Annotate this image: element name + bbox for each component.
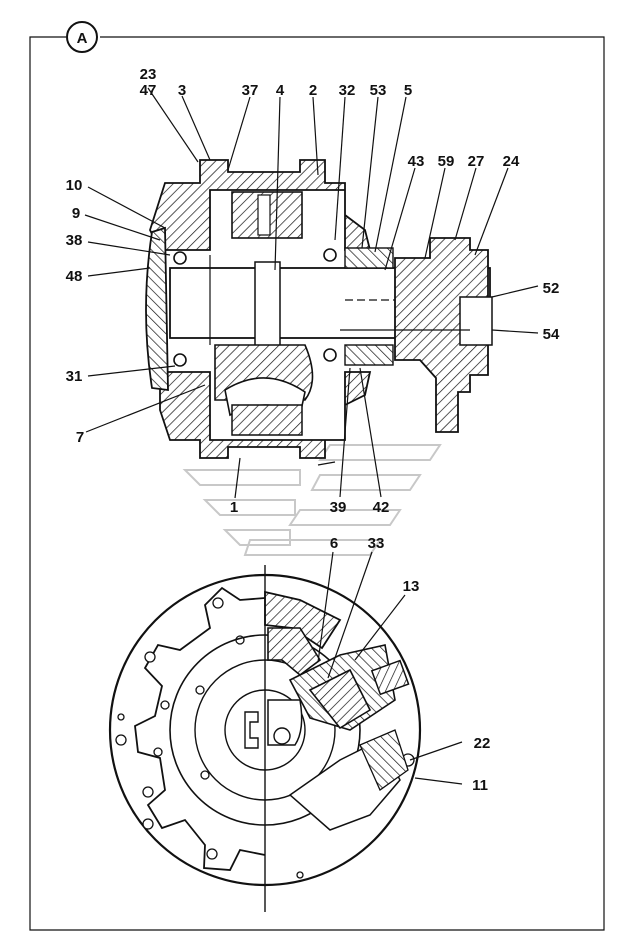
callout-38: 38 bbox=[66, 232, 83, 249]
callout-5: 5 bbox=[404, 82, 412, 99]
callout-6: 6 bbox=[330, 535, 338, 552]
callout-59: 59 bbox=[438, 153, 455, 170]
upper-callouts: 23 47 3 37 4 2 32 53 5 43 59 27 24 10 9 … bbox=[66, 66, 560, 516]
upper-section-view bbox=[145, 159, 493, 466]
lower-end-view bbox=[108, 565, 422, 912]
callout-52: 52 bbox=[543, 280, 560, 297]
callout-33: 33 bbox=[368, 535, 385, 552]
callout-9: 9 bbox=[72, 205, 80, 222]
end-cover bbox=[145, 226, 169, 392]
callout-23: 23 bbox=[140, 66, 157, 83]
callout-13: 13 bbox=[403, 578, 420, 595]
callout-2: 2 bbox=[309, 82, 317, 99]
callout-43: 43 bbox=[408, 153, 425, 170]
lower-leader-lines bbox=[317, 551, 463, 785]
callout-31: 31 bbox=[66, 368, 83, 385]
callout-32: 32 bbox=[339, 82, 356, 99]
callout-7: 7 bbox=[76, 429, 84, 446]
callout-54: 54 bbox=[543, 326, 560, 343]
callout-48: 48 bbox=[66, 268, 83, 285]
callout-1: 1 bbox=[230, 499, 238, 516]
callout-37: 37 bbox=[242, 82, 259, 99]
callout-42: 42 bbox=[373, 499, 390, 516]
watermark-logo bbox=[182, 444, 442, 556]
callout-10: 10 bbox=[66, 177, 83, 194]
callout-27: 27 bbox=[468, 153, 485, 170]
callout-53: 53 bbox=[370, 82, 387, 99]
drawing-frame bbox=[29, 36, 605, 931]
section-badge-label: A bbox=[77, 30, 88, 47]
upper-leader-lines bbox=[84, 87, 539, 499]
callout-47: 47 bbox=[140, 82, 157, 99]
callout-24: 24 bbox=[503, 153, 520, 170]
motor-housing bbox=[149, 159, 372, 251]
callout-4: 4 bbox=[276, 82, 285, 99]
callout-3: 3 bbox=[178, 82, 186, 99]
section-badge: A bbox=[66, 21, 98, 53]
callout-39: 39 bbox=[330, 499, 347, 516]
callout-22: 22 bbox=[474, 735, 491, 752]
output-flange bbox=[394, 237, 489, 433]
bolt-flange bbox=[134, 586, 266, 871]
callout-11: 11 bbox=[472, 777, 488, 794]
lower-callouts: 6 33 13 22 11 bbox=[330, 535, 491, 794]
